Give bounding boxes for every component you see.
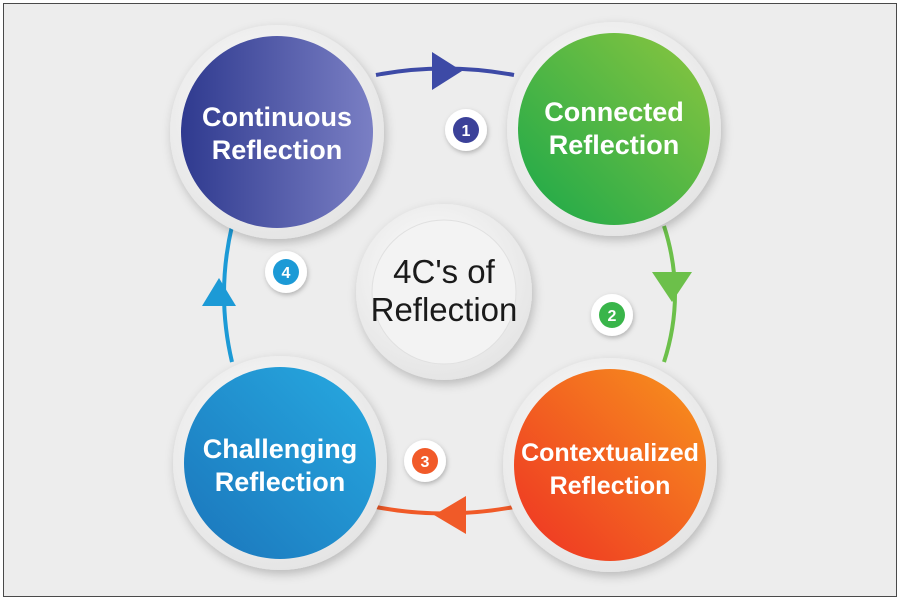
stage-label-line1: Challenging bbox=[203, 434, 358, 464]
arrow-up-icon bbox=[202, 278, 236, 306]
badge-number: 2 bbox=[608, 308, 617, 325]
stage-label-line1: Connected bbox=[544, 97, 684, 127]
stage-label-line2: Reflection bbox=[550, 472, 671, 500]
stage-circle bbox=[184, 367, 376, 559]
badge-4: 4 bbox=[265, 251, 307, 293]
stage-connected: Connected Reflection bbox=[507, 22, 721, 236]
badge-number: 3 bbox=[421, 454, 430, 471]
stage-label-line2: Reflection bbox=[212, 135, 343, 165]
stage-circle bbox=[514, 369, 706, 561]
badge-1: 1 bbox=[445, 109, 487, 151]
center-circle bbox=[371, 219, 517, 365]
stage-label-line2: Reflection bbox=[215, 467, 346, 497]
center-title-line2: Reflection bbox=[371, 291, 518, 328]
arrow-right-icon bbox=[432, 52, 462, 90]
badge-3: 3 bbox=[404, 440, 446, 482]
stage-label-line1: Continuous bbox=[202, 102, 352, 132]
stage-circle bbox=[181, 36, 373, 228]
arrow-down-icon bbox=[652, 272, 692, 302]
stage-label-line1: Contextualized bbox=[521, 439, 699, 467]
center-title-line1: 4C's of bbox=[393, 253, 496, 290]
stage-label-line2: Reflection bbox=[549, 130, 680, 160]
stage-contextualized: Contextualized Reflection bbox=[503, 358, 717, 572]
arrow-left-icon bbox=[434, 496, 466, 534]
cycle-diagram: 4C's of Reflection Continuous Reflection… bbox=[170, 22, 721, 572]
badge-number: 1 bbox=[462, 123, 471, 140]
badge-2: 2 bbox=[591, 294, 633, 336]
stage-circle bbox=[518, 33, 710, 225]
stage-continuous: Continuous Reflection bbox=[170, 25, 384, 239]
badge-number: 4 bbox=[282, 265, 291, 282]
diagram-frame: 4C's of Reflection Continuous Reflection… bbox=[3, 3, 897, 597]
stage-challenging: Challenging Reflection bbox=[173, 356, 387, 570]
